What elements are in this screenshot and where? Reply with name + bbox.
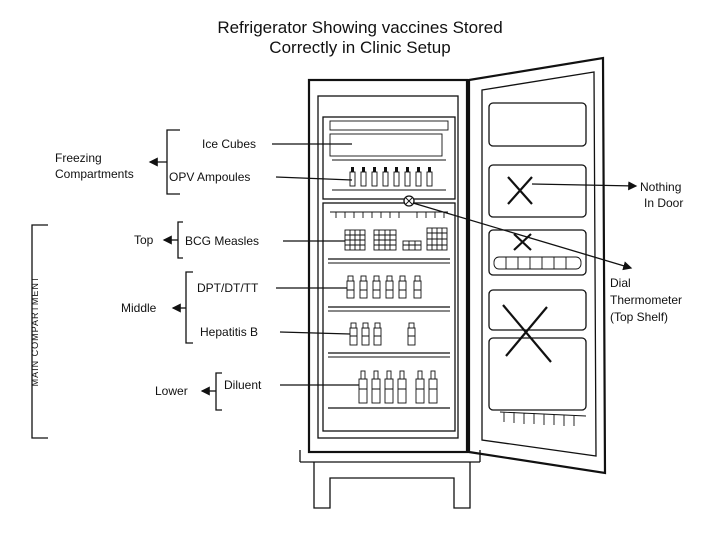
dial-thermometer-label-2: Thermometer [610,293,682,307]
hepatitis-b-label: Hepatitis B [200,325,258,339]
bcg-measles-boxes [344,227,448,251]
middle-label: Middle [121,301,157,315]
nothing-in-door-label-2: In Door [644,196,683,210]
hepatitis-b-vials [349,322,416,346]
main-compartment-bracket: MAIN COMPARTMENT [30,224,48,439]
dpt-dt-tt-label: DPT/DT/TT [197,281,259,295]
leader-lines [148,129,638,411]
opv-ampoules-row [349,167,433,187]
top-shelf-rack [330,211,448,218]
dpt-dt-tt-vials [346,275,422,299]
title-line-2: Correctly in Clinic Setup [269,38,450,57]
lower-label: Lower [155,384,188,398]
dial-thermometer-label-3: (Top Shelf) [610,310,668,324]
bcg-measles-label: BCG Measles [185,234,259,248]
refrigerator-door [467,56,607,475]
nothing-in-door-label-1: Nothing [640,180,681,194]
dial-thermometer [403,195,415,207]
freezing-label-2: Compartments [55,167,134,181]
ice-cubes-label: Ice Cubes [202,137,256,151]
refrigerator-body [299,78,481,509]
nothing-in-door-x-marks [502,176,552,363]
freezing-label-1: Freezing [55,151,102,165]
dial-thermometer-label-1: Dial [610,276,631,290]
main-compartment-label: MAIN COMPARTMENT [30,276,40,387]
title-line-1: Refrigerator Showing vaccines Stored [217,18,502,37]
diluent-label: Diluent [224,378,262,392]
opv-ampoules-label: OPV Ampoules [169,170,250,184]
diluent-bottles [358,370,438,404]
top-label: Top [134,233,154,247]
